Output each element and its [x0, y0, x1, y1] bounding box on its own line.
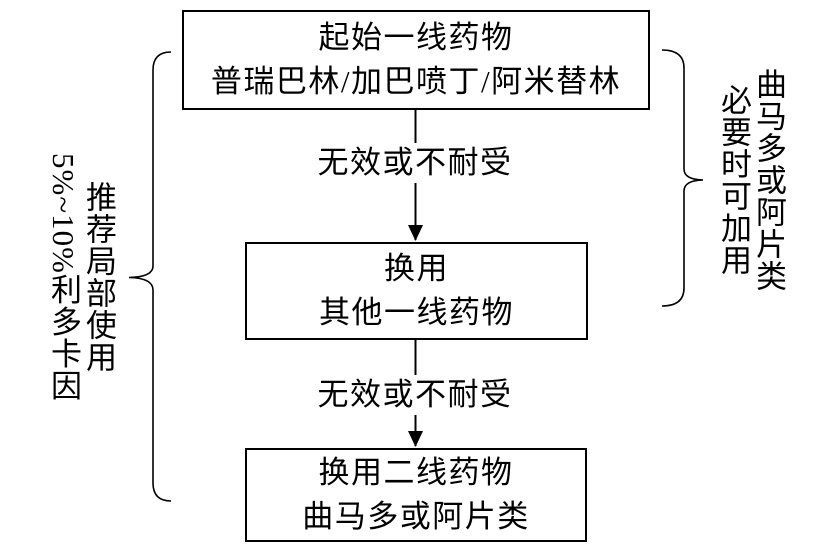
arrow-label-ineffective-1: 无效或不耐受: [309, 143, 521, 183]
box-line: 其他一线药物: [319, 295, 514, 330]
left-brace-icon: [128, 51, 172, 502]
box-line: 换用: [384, 251, 449, 286]
arrowhead-icon: [408, 225, 423, 241]
box-line: 普瑞巴林/加巴喷丁/阿米替林: [210, 64, 622, 99]
right-brace-icon: [661, 49, 704, 307]
box-line: 曲马多或阿片类: [302, 499, 530, 534]
note-line: 5%~10%利多卡因: [46, 152, 81, 402]
left-note-lidocaine: 推荐局部使用 5%~10%利多卡因: [46, 152, 116, 402]
right-note-tramadol-opioids: 曲马多或阿片类 必要时可加用: [716, 58, 786, 302]
box-line: 起始一线药物: [318, 20, 514, 55]
arrow-label-ineffective-2: 无效或不耐受: [309, 375, 521, 415]
note-line: 推荐局部使用: [81, 181, 116, 373]
arrowhead-icon: [408, 431, 423, 447]
note-line: 曲马多或阿片类: [751, 68, 786, 292]
switch-second-line-box: 换用二线药物 曲马多或阿片类: [245, 448, 587, 542]
note-line: 必要时可加用: [716, 84, 751, 276]
start-first-line-drugs-box: 起始一线药物 普瑞巴林/加巴喷丁/阿米替林: [182, 10, 650, 110]
switch-other-first-line-box: 换用 其他一线药物: [245, 242, 588, 340]
box-line: 换用二线药物: [318, 455, 514, 490]
